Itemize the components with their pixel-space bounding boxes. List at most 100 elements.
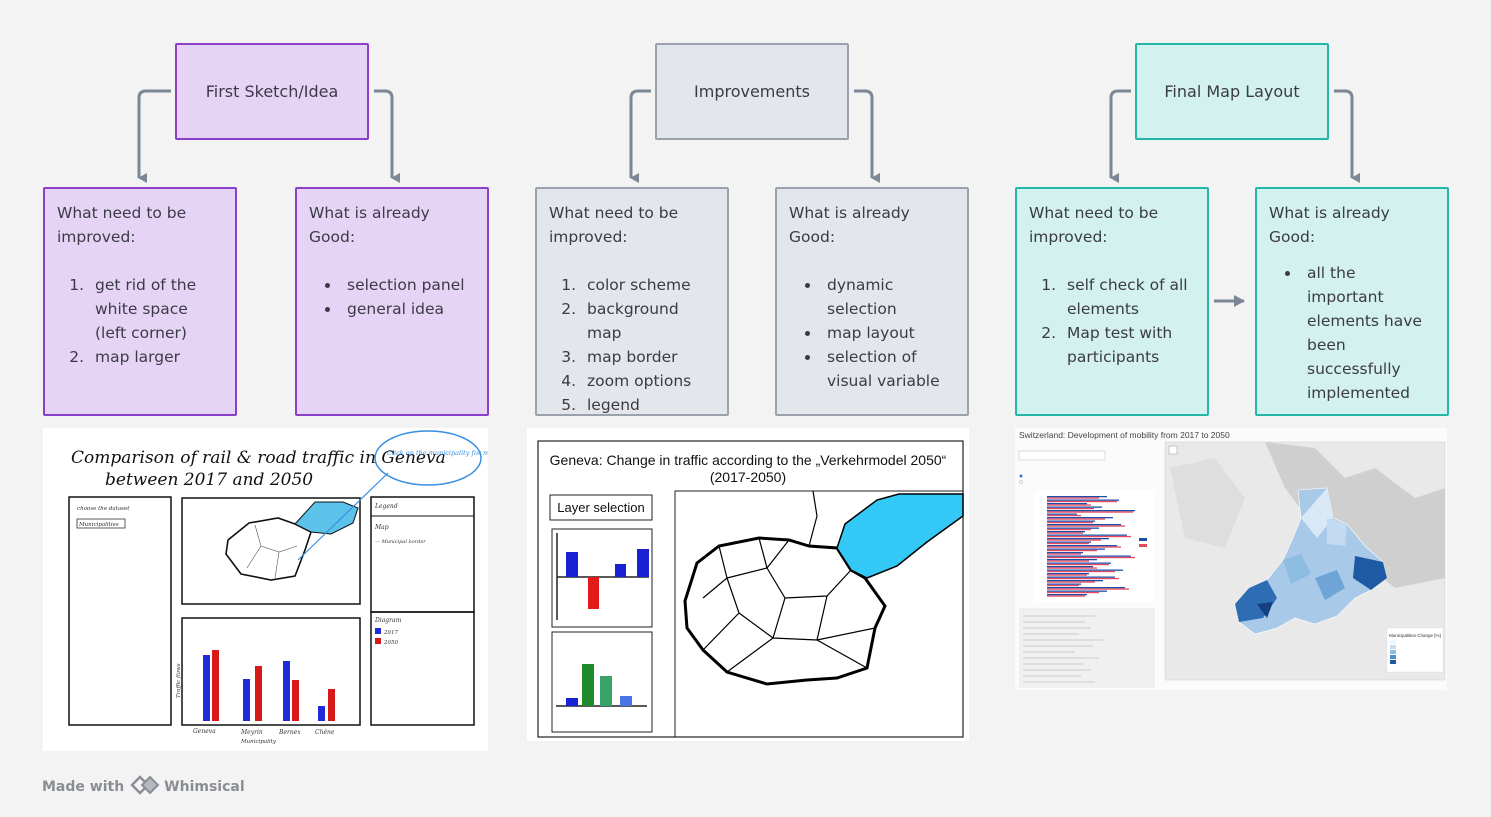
title-improvements-label: Improvements <box>694 82 810 101</box>
footer-made-with: Made with <box>42 779 125 795</box>
sketch-title-line1: Comparison of rail & road traffic in Gen… <box>71 448 446 468</box>
list-item: legend <box>581 393 715 417</box>
thumb-bar <box>1047 553 1081 555</box>
thumb-bar <box>1047 545 1117 547</box>
final-map-drawing: Switzerland: Development of mobility fro… <box>1018 430 1446 688</box>
thumb-bar <box>1047 496 1107 498</box>
card-improvements-good[interactable]: What is already Good: dynamic selection … <box>775 187 969 416</box>
connector-2-right <box>854 89 880 183</box>
sketch-legend-title: Legend <box>374 503 398 510</box>
thumb-bar <box>1047 562 1111 564</box>
list-item: background map <box>581 297 715 345</box>
thumb-bar <box>1047 555 1131 557</box>
thumb-bar <box>1047 563 1109 566</box>
title-improvements[interactable]: Improvements <box>655 43 849 140</box>
list-item: map larger <box>89 345 223 369</box>
thumb-bar <box>1047 566 1093 568</box>
thumb-bar <box>1047 546 1121 548</box>
footer-brand: Whimsical <box>164 779 245 795</box>
card-heading: What is already Good: <box>309 204 430 246</box>
thumb-bar <box>1047 532 1083 534</box>
sketch-diagram-title: Diagram <box>374 617 402 624</box>
thumb-bar <box>1047 507 1094 510</box>
thumb-bar <box>1047 503 1087 505</box>
thumb-bar <box>1047 542 1089 545</box>
sketch-lake <box>294 501 359 535</box>
improvements-subtitle: (2017-2050) <box>710 469 786 485</box>
thumb-bar <box>1047 541 1091 543</box>
final-legend-title: Municipalities Change [%] <box>1389 633 1441 638</box>
thumb-bar <box>1047 570 1115 573</box>
thumb-bar <box>1047 560 1089 562</box>
sketch-x-label: Geneva <box>193 728 216 735</box>
thumb-bar <box>1047 567 1097 569</box>
thumb-bar <box>1047 539 1101 541</box>
connector-3-left <box>1109 89 1131 183</box>
sketch-bubble <box>374 430 482 486</box>
card-heading: What is already Good: <box>789 204 910 246</box>
list-item: general idea <box>341 297 475 321</box>
improvements-image: Geneva: Change in traffic according to t… <box>527 428 969 741</box>
title-final-map-label: Final Map Layout <box>1164 82 1300 101</box>
thumb-bar <box>1047 504 1091 506</box>
connector-1-right <box>374 89 400 183</box>
whimsical-logo-icon <box>130 775 160 799</box>
title-final-map[interactable]: Final Map Layout <box>1135 43 1329 140</box>
thumb-bar <box>1047 549 1097 552</box>
thumb-bar <box>1047 514 1081 517</box>
sketch-x-sublabel: Municipality <box>240 739 277 745</box>
thumb-bar <box>1047 535 1131 538</box>
thumb-bar <box>1047 513 1077 515</box>
sketch-select-label: choose the dataset <box>77 506 130 512</box>
final-map-title: Switzerland: Development of mobility fro… <box>1019 430 1230 440</box>
final-bar-chart <box>1035 490 1155 602</box>
sketch-dropdown <box>76 518 126 529</box>
card-heading: What is already Good: <box>1269 204 1390 246</box>
list-item: map layout <box>821 321 955 345</box>
thumb-bar <box>1047 518 1105 520</box>
card-sketch-improve[interactable]: What need to be improved: get rid of the… <box>43 187 237 416</box>
improvements-drawing: Geneva: Change in traffic according to t… <box>537 440 964 738</box>
title-first-sketch[interactable]: First Sketch/Idea <box>175 43 369 140</box>
sketch-image: Comparison of rail & road traffic in Gen… <box>43 428 488 751</box>
card-sketch-good[interactable]: What is already Good: selection panel ge… <box>295 187 489 416</box>
thumb-bar <box>1047 527 1099 529</box>
sketch-x-label: Chêne <box>315 729 335 736</box>
sketch-y-label: Traffic flows <box>176 663 182 698</box>
thumb-bar <box>1047 556 1135 559</box>
list-item: map border <box>581 345 715 369</box>
thumb-bar <box>1047 595 1085 597</box>
thumb-bar <box>1047 534 1127 536</box>
thumb-bar <box>1047 587 1125 589</box>
connector-3-right <box>1334 89 1360 183</box>
thumb-bar <box>1047 576 1115 578</box>
thumb-bar <box>1047 524 1121 526</box>
card-final-improve[interactable]: What need to be improved: self check of … <box>1015 187 1209 416</box>
thumb-bar <box>1047 577 1119 580</box>
card-final-good[interactable]: What is already Good: all the important … <box>1255 187 1449 416</box>
thumb-bar <box>1047 511 1133 513</box>
title-first-sketch-label: First Sketch/Idea <box>205 82 339 101</box>
card-heading: What need to be improved: <box>549 204 679 246</box>
connector-2-left <box>629 89 651 183</box>
thumb-bar <box>1047 573 1089 575</box>
thumb-bar <box>1047 525 1125 527</box>
thumb-bar <box>1047 580 1103 582</box>
final-map-image: Switzerland: Development of mobility fro… <box>1015 428 1447 690</box>
sketch-legend-2050: 2050 <box>383 640 398 646</box>
sketch-legend-2017: 2017 <box>383 630 398 636</box>
card-heading: What need to be improved: <box>57 204 187 246</box>
card-improvements-improve[interactable]: What need to be improved: color scheme b… <box>535 187 729 416</box>
thumb-bar <box>1047 510 1135 512</box>
thumb-bar <box>1047 559 1097 561</box>
sketch-title-line2: between 2017 and 2050 <box>105 470 313 490</box>
connector-1-left <box>137 89 171 183</box>
layer-selection-label: Layer selection <box>557 500 644 515</box>
thumb-bar <box>1047 500 1117 503</box>
card-heading: What need to be improved: <box>1029 204 1159 246</box>
thumb-bar <box>1047 581 1095 583</box>
list-item: get rid of the white space (left corner) <box>89 273 223 345</box>
list-item: selection panel <box>341 273 475 297</box>
thumb-bar <box>1047 583 1081 585</box>
thumb-bar <box>1047 497 1099 499</box>
